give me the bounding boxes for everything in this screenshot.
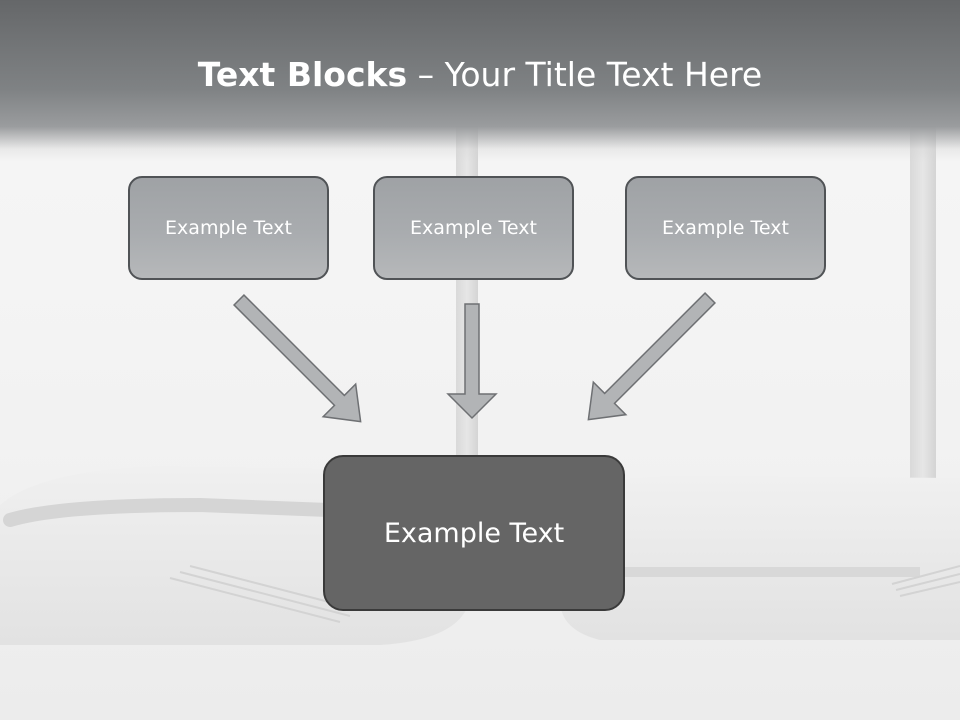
title-rest-part: – Your Title Text Here (407, 55, 763, 94)
router-body-right (560, 476, 960, 640)
antenna-shape (456, 120, 478, 480)
slide-title: Text Blocks – Your Title Text Here (0, 52, 960, 98)
title-bold-part: Text Blocks (197, 55, 408, 94)
text-block-middle[interactable]: Example Text (373, 176, 574, 280)
text-block-left[interactable]: Example Text (128, 176, 329, 280)
text-block-label: Example Text (165, 217, 292, 239)
text-block-label: Example Text (410, 217, 537, 239)
text-block-right[interactable]: Example Text (625, 176, 826, 280)
antenna-shape (910, 120, 936, 500)
text-block-center[interactable]: Example Text (323, 455, 625, 611)
title-band (0, 0, 960, 162)
text-block-center-label: Example Text (383, 517, 565, 549)
text-block-label: Example Text (662, 217, 789, 239)
